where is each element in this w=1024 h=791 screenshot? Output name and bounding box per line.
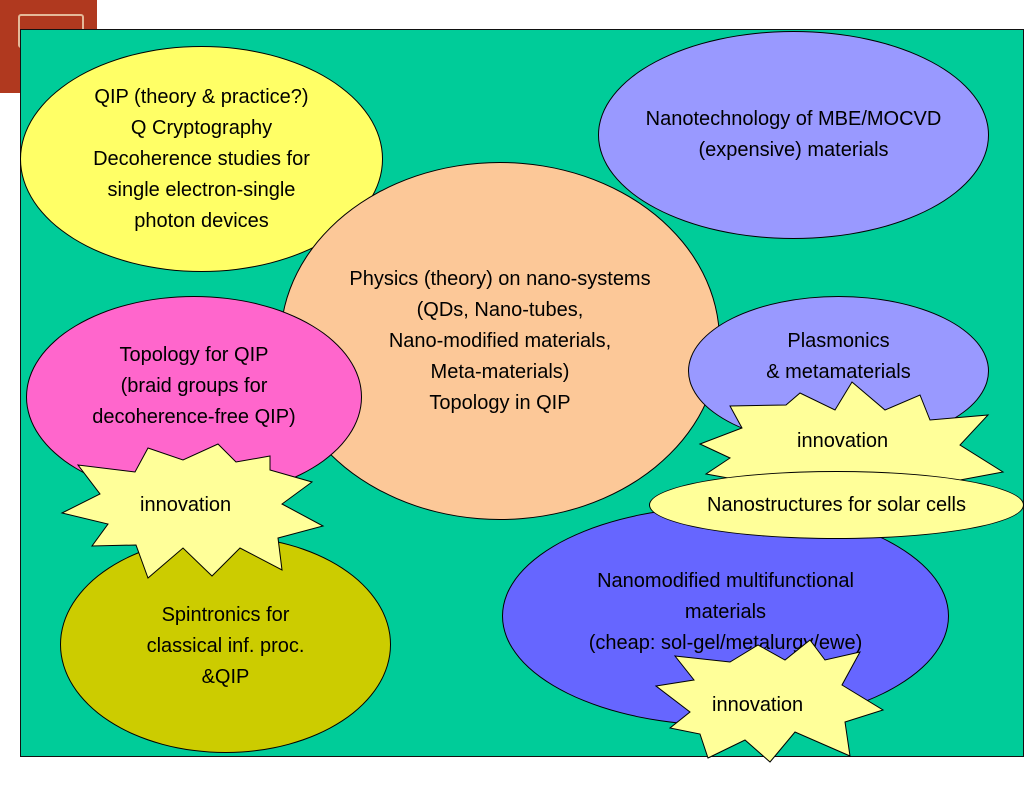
node-mbe: Nanotechnology of MBE/MOCVD (expensive) … xyxy=(598,31,989,239)
node-qip-label: QIP (theory & practice?) Q Cryptography … xyxy=(93,85,310,232)
node-spintronics: Spintronics for classical inf. proc. &QI… xyxy=(60,536,391,753)
burst-right-label: innovation xyxy=(797,430,889,452)
burst-bottom-shape xyxy=(654,639,885,763)
node-physics-label: Physics (theory) on nano-systems (QDs, N… xyxy=(349,267,651,414)
burst-left-shape xyxy=(60,443,325,579)
node-solar-label: Nanostructures for solar cells xyxy=(707,493,966,516)
node-topology-label: Topology for QIP (braid groups for decoh… xyxy=(92,343,296,428)
burst-left-label: innovation xyxy=(140,494,232,516)
node-mbe-label: Nanotechnology of MBE/MOCVD (expensive) … xyxy=(645,108,942,161)
node-solar: Nanostructures for solar cells xyxy=(649,471,1024,539)
node-spintronics-label: Spintronics for classical inf. proc. &QI… xyxy=(146,604,305,688)
node-nanomodified-label: Nanomodified multifunctional materials (… xyxy=(588,569,863,654)
burst-bottom-label: innovation xyxy=(712,694,804,716)
node-plasmonics-label: Plasmonics & metamaterials xyxy=(766,330,911,383)
node-physics: Physics (theory) on nano-systems (QDs, N… xyxy=(280,162,720,520)
